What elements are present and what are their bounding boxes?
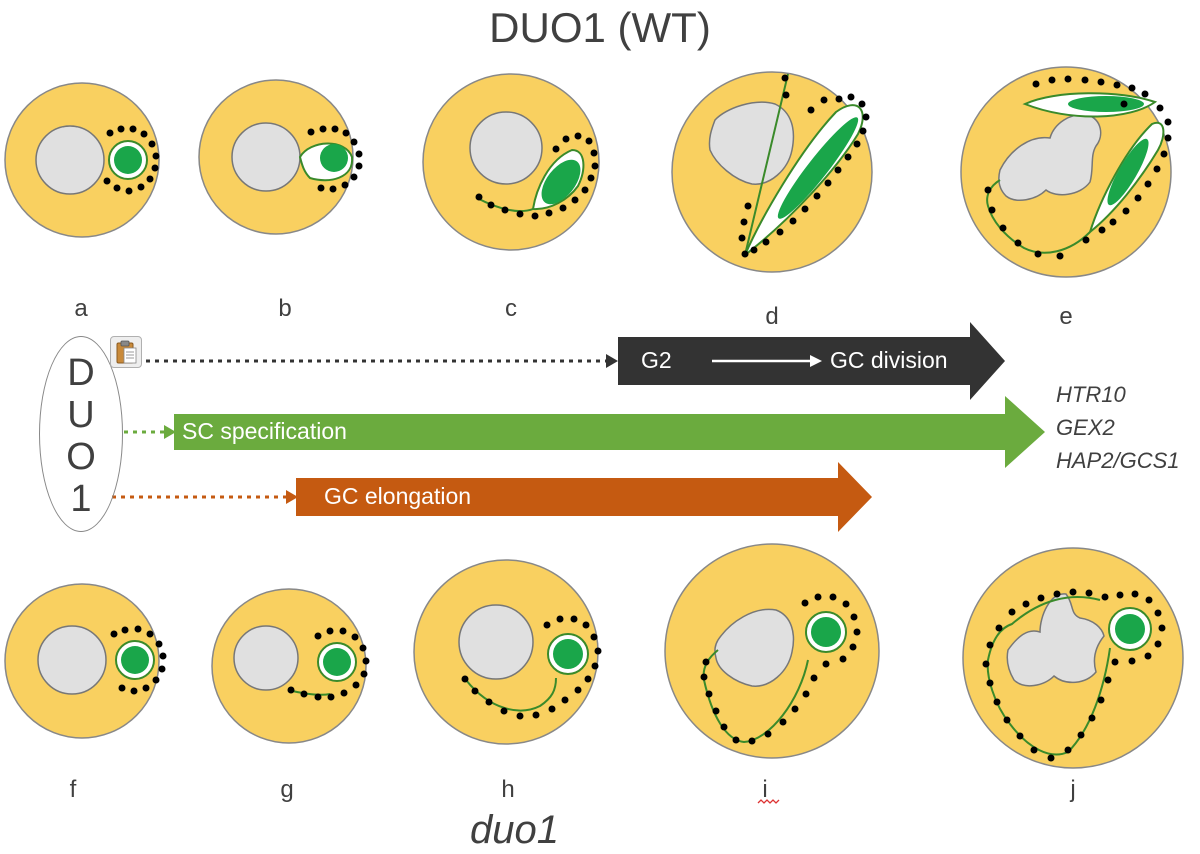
black-arrow	[146, 322, 1005, 400]
orange-arrow	[112, 462, 872, 532]
cell-d	[671, 71, 873, 273]
label-h: h	[501, 776, 515, 803]
label-f: f	[69, 776, 77, 803]
spellcheck-squiggle	[757, 799, 780, 804]
figure-title: DUO1 (WT)	[489, 4, 711, 51]
label-a: a	[74, 295, 88, 322]
label-gc-division: GC division	[830, 347, 948, 373]
cell-c	[422, 73, 600, 251]
label-g: g	[280, 776, 294, 803]
label-b: b	[278, 295, 292, 322]
gene-gex2: GEX2	[1056, 415, 1115, 440]
cell-b	[198, 79, 363, 235]
regulator-letter-1: D	[67, 352, 95, 394]
regulator-letter-2: U	[67, 394, 95, 436]
label-c: c	[505, 295, 517, 322]
cell-e	[960, 66, 1172, 278]
green-arrow	[124, 396, 1045, 468]
target-genes: HTR10 GEX2 HAP2/GCS1	[1056, 378, 1180, 477]
cell-f	[4, 583, 167, 739]
label-d: d	[765, 303, 779, 330]
label-sc-specification: SC specification	[182, 418, 347, 444]
gene-htr10: HTR10	[1056, 382, 1126, 407]
cell-a	[4, 82, 160, 238]
duo1-regulator-label: D U O 1	[39, 352, 123, 520]
mutant-title: duo1	[470, 808, 559, 852]
label-gc-elongation: GC elongation	[324, 483, 472, 509]
label-i: i	[762, 776, 768, 803]
label-g2: G2	[641, 347, 672, 373]
label-j: j	[1070, 776, 1076, 803]
gene-hap2-gcs1: HAP2/GCS1	[1056, 448, 1180, 473]
label-e: e	[1059, 303, 1073, 330]
regulator-letter-3: O	[66, 436, 96, 478]
duo1-regulator	[39, 336, 123, 532]
cell-i	[664, 543, 880, 759]
cell-g	[211, 588, 370, 744]
cell-h	[413, 559, 602, 745]
clipboard-icon[interactable]	[110, 336, 142, 368]
regulator-letter-4: 1	[70, 478, 92, 520]
cell-j	[962, 547, 1184, 769]
